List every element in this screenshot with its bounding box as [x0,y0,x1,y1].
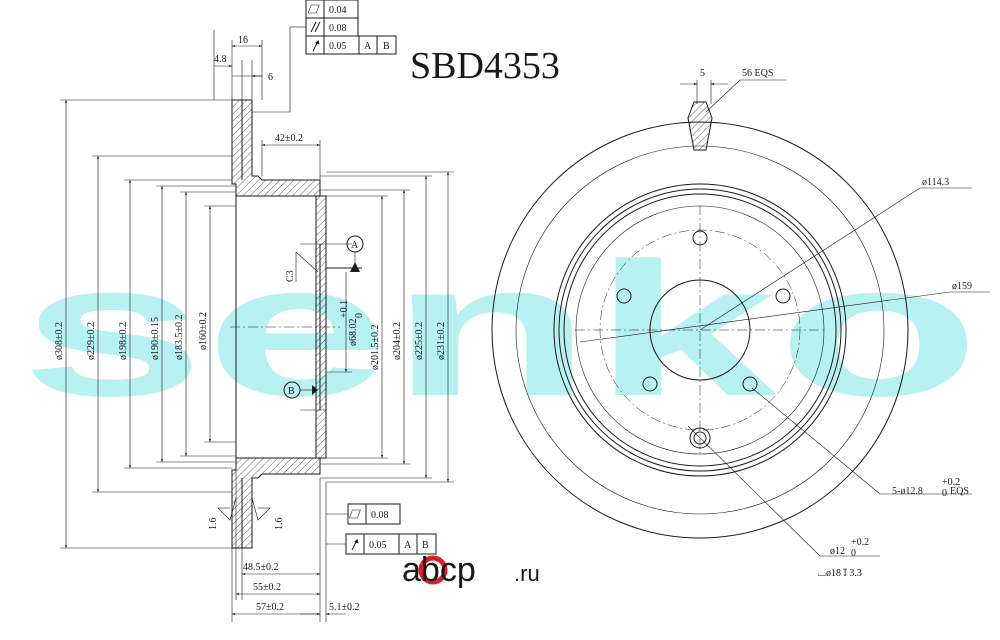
dia-229: ø229±0.2 [86,322,97,360]
dia-201-5: ø201.5±0.2 [370,325,381,371]
slot-width: 5 [700,68,705,79]
roughness-right-value: 1.6 [274,518,285,531]
tol-top-datum-b: B [383,41,390,52]
abcp-brand: abcp [402,551,476,589]
bolt-holes-tol-low: 0 [942,488,947,499]
dim-6: 6 [268,72,273,83]
watermark-text: senko [20,224,980,436]
datum-b-marker: B [283,381,318,399]
dia-308: ø308±0.2 [54,322,65,360]
dim-5-1: 5.1±0.2 [329,602,360,613]
dim-4-8: 4.8 [214,54,227,65]
locating-hole-tol-up: +0.2 [851,537,869,548]
flatness-icon [307,4,320,14]
abcp-logo: abcp .ru [402,551,540,589]
front-view: 5 56 EQS ø114.3 ø159 5-ø12.8 +0.2 0 EQS … [491,68,990,579]
abcp-domain: .ru [514,561,540,586]
slot-count: 56 EQS [742,68,773,79]
hat-diameter-label: ø159 [952,281,972,292]
bolt-hole [642,376,658,392]
chamfer-c3: C3 [285,270,296,282]
locating-hole [689,427,711,449]
datum-a-marker: A [326,235,364,272]
tol-top-flatness-value: 0.04 [329,5,347,16]
roughness-left: 1.6 [208,497,237,531]
rotor-section-upper [231,99,321,197]
dim-57: 57±0.2 [256,602,284,613]
dim-16: 16 [238,35,248,46]
pcd-label: ø114.3 [922,177,949,188]
flatness-icon [349,509,361,519]
dia-183-5: ø183.5±0.2 [174,315,185,361]
tolerance-frame-top: 0.04 0.08 0.05 A B [252,0,397,113]
tolerance-frame-bottom: 0.08 0.05 A B [326,503,437,555]
runout-icon [351,539,359,551]
dia-190: ø190±0.15 [150,317,161,360]
dia-225: ø225±0.2 [414,322,425,360]
part-number-title: SBD4353 [410,45,560,87]
dia-160: ø160±0.2 [198,312,209,350]
tol-bottom-datum-a: A [404,540,412,551]
vent-slot [687,101,713,151]
dim-42: 42±0.2 [275,133,303,144]
parallelism-icon [310,21,321,33]
rotor-section-lower [231,457,321,549]
dia-68-tol-low: 0 [354,313,365,318]
tol-bottom-datum-b: B [422,540,429,551]
roughness-right: 1.6 [251,497,285,531]
locating-hole-tol-low: 0 [851,548,856,559]
bolt-hole [775,288,791,304]
right-diameter-dims: ø68.02 +0.1 0 ø201.5±0.2 ø204±0.2 ø225±0… [320,171,454,483]
datum-a-label: A [351,240,359,251]
dia-68-main: ø68.02 [348,319,359,347]
datum-b-label: B [288,386,295,397]
side-view-section: 16 4.8 6 42±0.2 ø308±0.2 ø229±0.2 ø198±0… [54,30,454,622]
tol-bottom-runout-value: 0.05 [369,540,387,551]
bolt-hole [616,288,632,304]
dim-55: 55±0.2 [253,582,281,593]
bolt-hole [692,230,708,246]
dim-48-5: 48.5±0.2 [243,562,279,573]
tol-top-datum-a: A [364,41,372,52]
runout-icon [312,40,320,52]
roughness-left-value: 1.6 [208,518,219,531]
left-diameter-dims: ø308±0.2 ø229±0.2 ø198±0.2 ø190±0.15 ø18… [54,99,236,549]
counterbore-label: ⌴ø18↧3.3 [818,568,862,579]
bolt-hole [742,376,758,392]
tol-top-runout-value: 0.05 [329,41,347,52]
tol-bottom-flatness-value: 0.08 [371,510,389,521]
bolt-holes-suffix: EQS [950,486,969,497]
dia-68-tol-up: +0.1 [339,300,350,318]
dia-198: ø198±0.2 [118,322,129,360]
locating-hole-main: ø12 [830,546,845,557]
dia-204: ø204±0.2 [392,322,403,360]
dia-231: ø231±0.2 [436,322,447,360]
bolt-holes-main: 5-ø12.8 [892,486,923,497]
bolt-holes-tol-up: +0.2 [942,477,960,488]
tol-top-parallelism-value: 0.08 [329,23,347,34]
